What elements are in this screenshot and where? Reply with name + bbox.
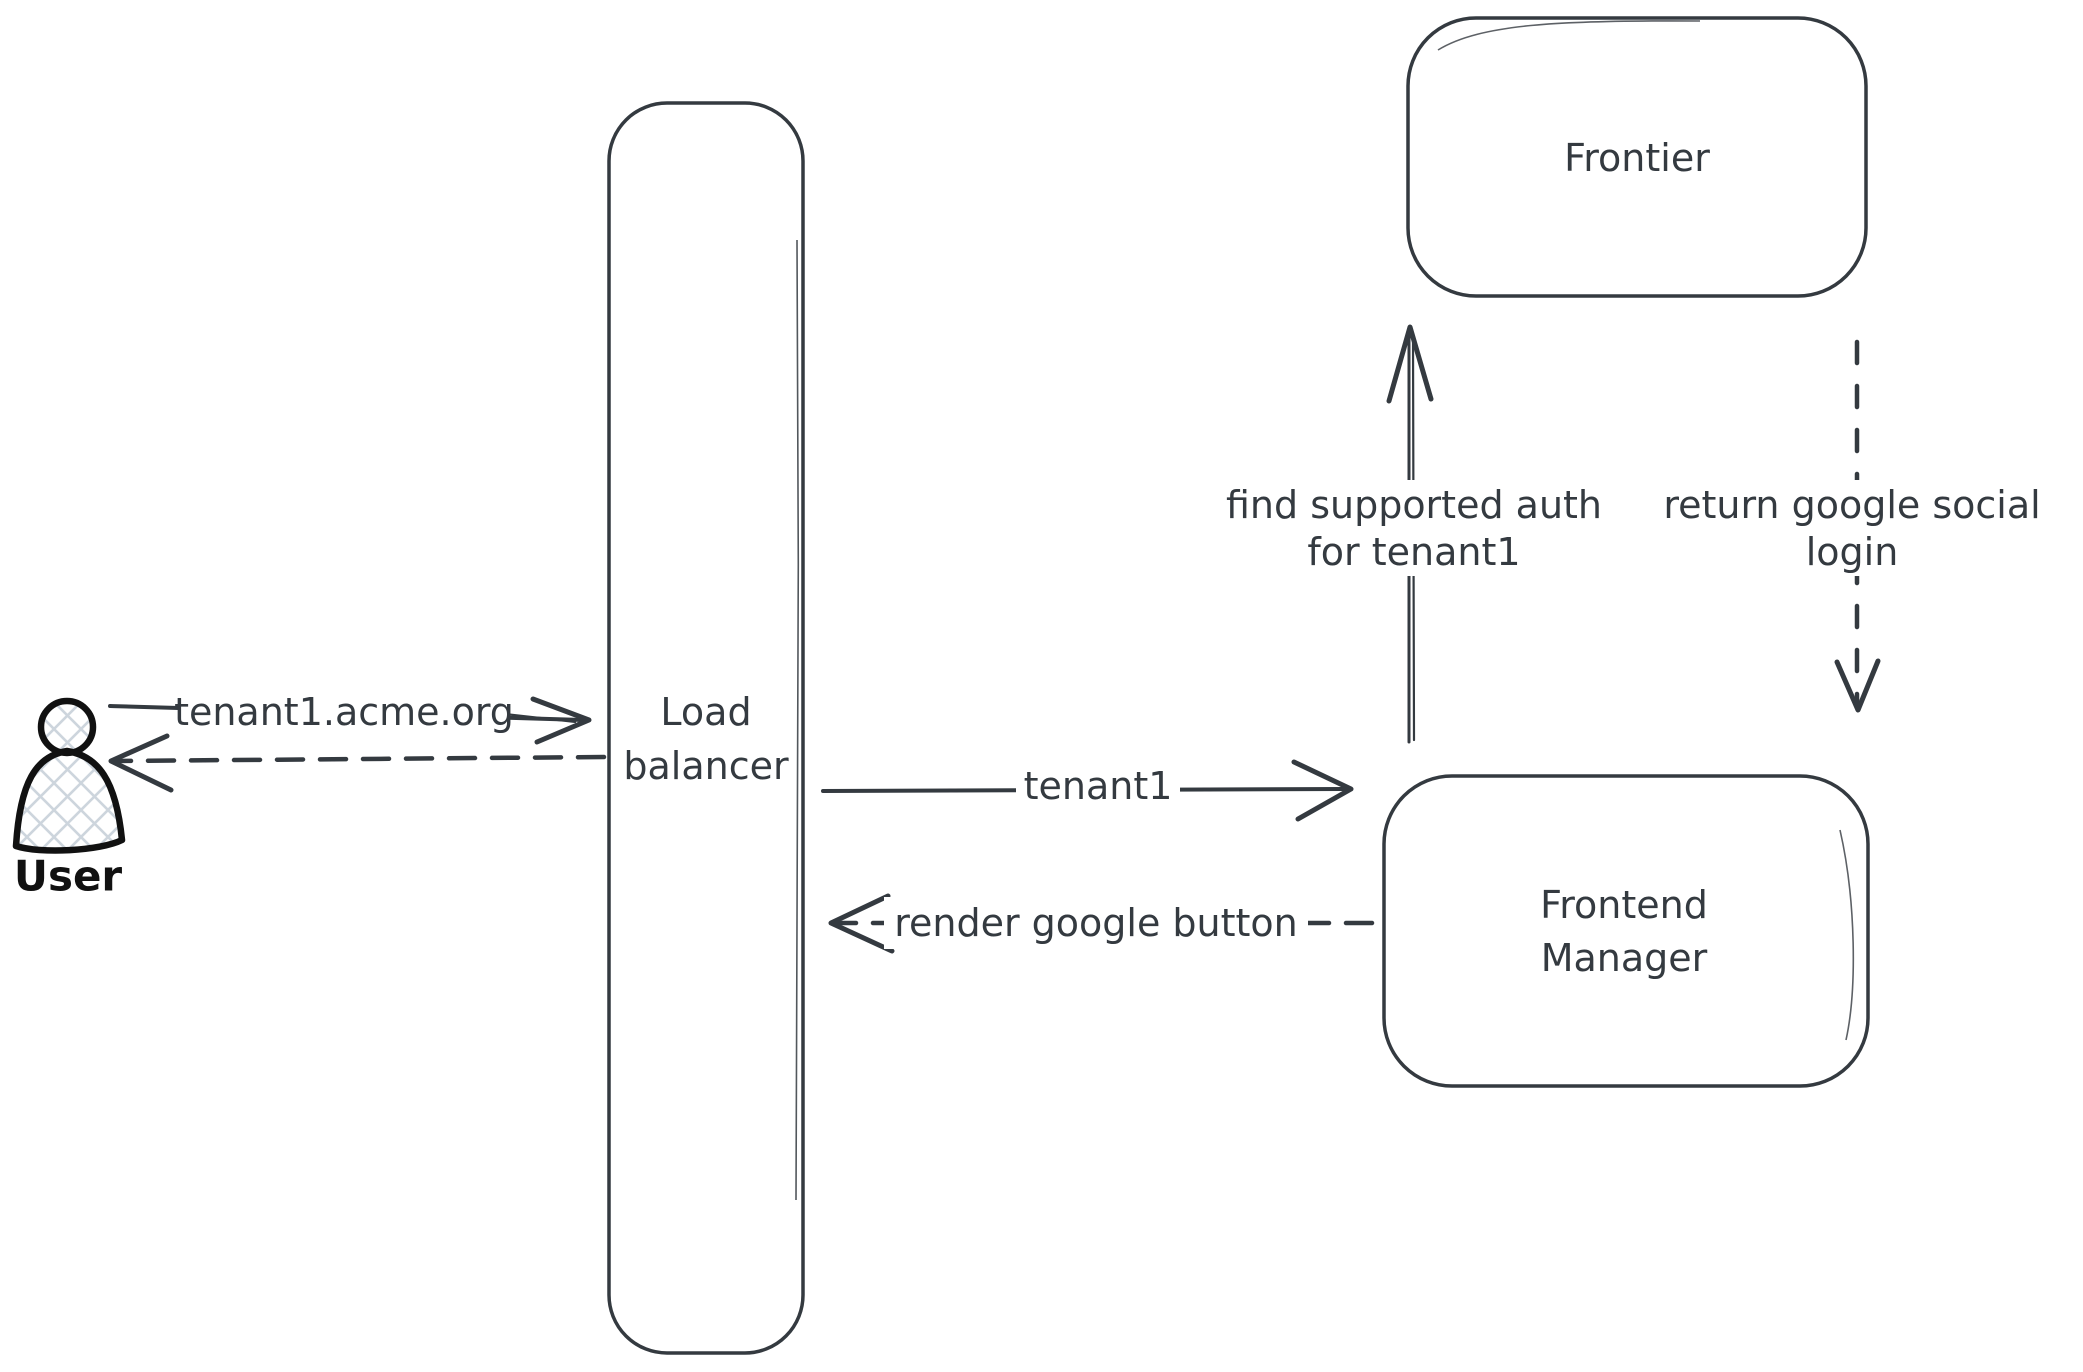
user-label[interactable]: User [14, 852, 123, 901]
sketch-overstroke [795, 239, 800, 1201]
load-balancer-label-line1[interactable]: Load [660, 690, 751, 734]
label-background [1208, 480, 1620, 576]
load-balancer-node[interactable]: Load balancer [607, 101, 805, 1355]
frontend-manager-label-line2[interactable]: Manager [1541, 936, 1708, 980]
label-background [1016, 760, 1180, 810]
edge-label-return-google-social-line2[interactable]: login [1806, 530, 1899, 574]
edge-label-return-google-social-line1[interactable]: return google social [1663, 483, 2040, 527]
edge-label-tenant1-acme-org[interactable]: tenant1.acme.org [174, 690, 514, 734]
arrowhead-up [1386, 324, 1434, 404]
label-background [1650, 480, 2054, 576]
edge-fm-to-frontier[interactable]: find supported auth for tenant1 [1208, 324, 1620, 744]
frontier-node[interactable]: Frontier [1406, 16, 1868, 298]
arrowhead-left [828, 893, 895, 954]
edge-lb-to-fm[interactable]: tenant1 [821, 759, 1354, 822]
label-background [180, 684, 510, 738]
sketch-overstroke [1437, 20, 1701, 51]
edge-lb-to-user[interactable] [108, 733, 607, 793]
user-icon [37, 697, 97, 757]
arrowhead-right [1291, 759, 1354, 822]
user-actor[interactable]: User [12, 697, 126, 901]
load-balancer-label-line2[interactable]: balancer [623, 744, 789, 788]
arrowhead-left [108, 733, 174, 793]
edge-fm-to-lb[interactable]: render google button [828, 893, 1375, 954]
sketch-overstroke [504, 712, 577, 724]
frontend-manager-node[interactable]: Frontend Manager [1382, 774, 1870, 1088]
frontier-label[interactable]: Frontier [1564, 136, 1710, 180]
user-icon-body [12, 747, 126, 854]
sketch-overstroke [1839, 829, 1855, 1041]
edge-label-find-supported-auth-line1[interactable]: find supported auth [1226, 483, 1602, 527]
label-background [884, 897, 1308, 949]
edge-user-to-lb[interactable]: tenant1.acme.org [108, 684, 592, 745]
frontend-manager-label-line1[interactable]: Frontend [1540, 883, 1708, 927]
edge-frontier-to-fm[interactable]: return google social login [1650, 339, 2054, 713]
arrowhead-down [1834, 658, 1881, 713]
edge-label-render-google-button[interactable]: render google button [894, 901, 1298, 945]
edge-label-find-supported-auth-line2[interactable]: for tenant1 [1307, 530, 1520, 574]
edge-label-tenant1[interactable]: tenant1 [1024, 764, 1173, 808]
arrowhead-right [530, 696, 592, 745]
